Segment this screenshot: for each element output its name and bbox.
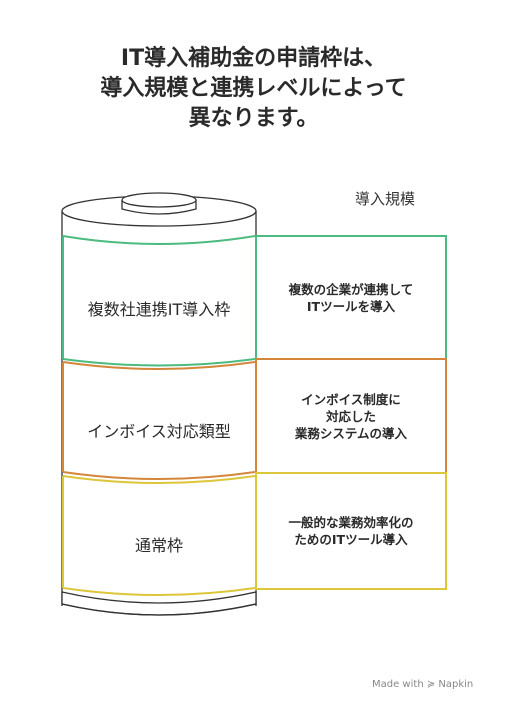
title-line-1: IT導入補助金の申請枠は、: [120, 46, 387, 71]
desc-2-line-1: インボイス制度に: [301, 391, 401, 407]
cylinder-bottom-edge: [61, 603, 257, 616]
desc-invoice: インボイス制度に 対応した 業務システムの導入: [256, 360, 446, 472]
axis-label: 導入規模: [354, 190, 415, 208]
segment-label-invoice: インボイス対応類型: [87, 422, 231, 441]
desc-3-line-1: 一般的な業務効率化の: [288, 515, 414, 530]
segment-1-top-border: [62, 235, 256, 245]
segment-2-bottom-border: [62, 471, 256, 480]
desc-2-line-2: 対応した: [325, 408, 376, 424]
cylinder-body: [62, 211, 256, 606]
napkin-watermark: Made with ≽ Napkin: [372, 679, 474, 690]
segment-1-bottom-border: [62, 358, 256, 367]
title-line-2: 導入規模と連携レベルによって: [100, 76, 407, 101]
segment-label-standard: 通常枠: [134, 536, 183, 555]
desc-1-line-2: ITツールを導入: [306, 298, 396, 314]
terminal-cap-top: [121, 192, 197, 208]
title-line-3: 異なります。: [188, 106, 319, 131]
desc-2-line-3: 業務システムの導入: [294, 425, 408, 441]
desc-1-line-1: 複数の企業が連携して: [288, 281, 414, 297]
desc-standard: 一般的な業務効率化の ためのITツール導入: [256, 474, 446, 588]
segment-2-top-border: [62, 361, 256, 370]
desc-3-line-2: ためのITツール導入: [294, 532, 408, 547]
segment-label-multi-company: 複数社連携IT導入枠: [87, 300, 231, 319]
desc-box-3: [255, 472, 447, 590]
segment-3-top-border: [62, 475, 256, 484]
segment-3-bottom-border: [62, 587, 256, 596]
desc-box-1: [255, 235, 447, 360]
diagram-title: IT導入補助金の申請枠は、 導入規模と連携レベルによって 異なります。: [0, 44, 507, 134]
desc-multi-company: 複数の企業が連携して ITツールを導入: [256, 237, 446, 358]
